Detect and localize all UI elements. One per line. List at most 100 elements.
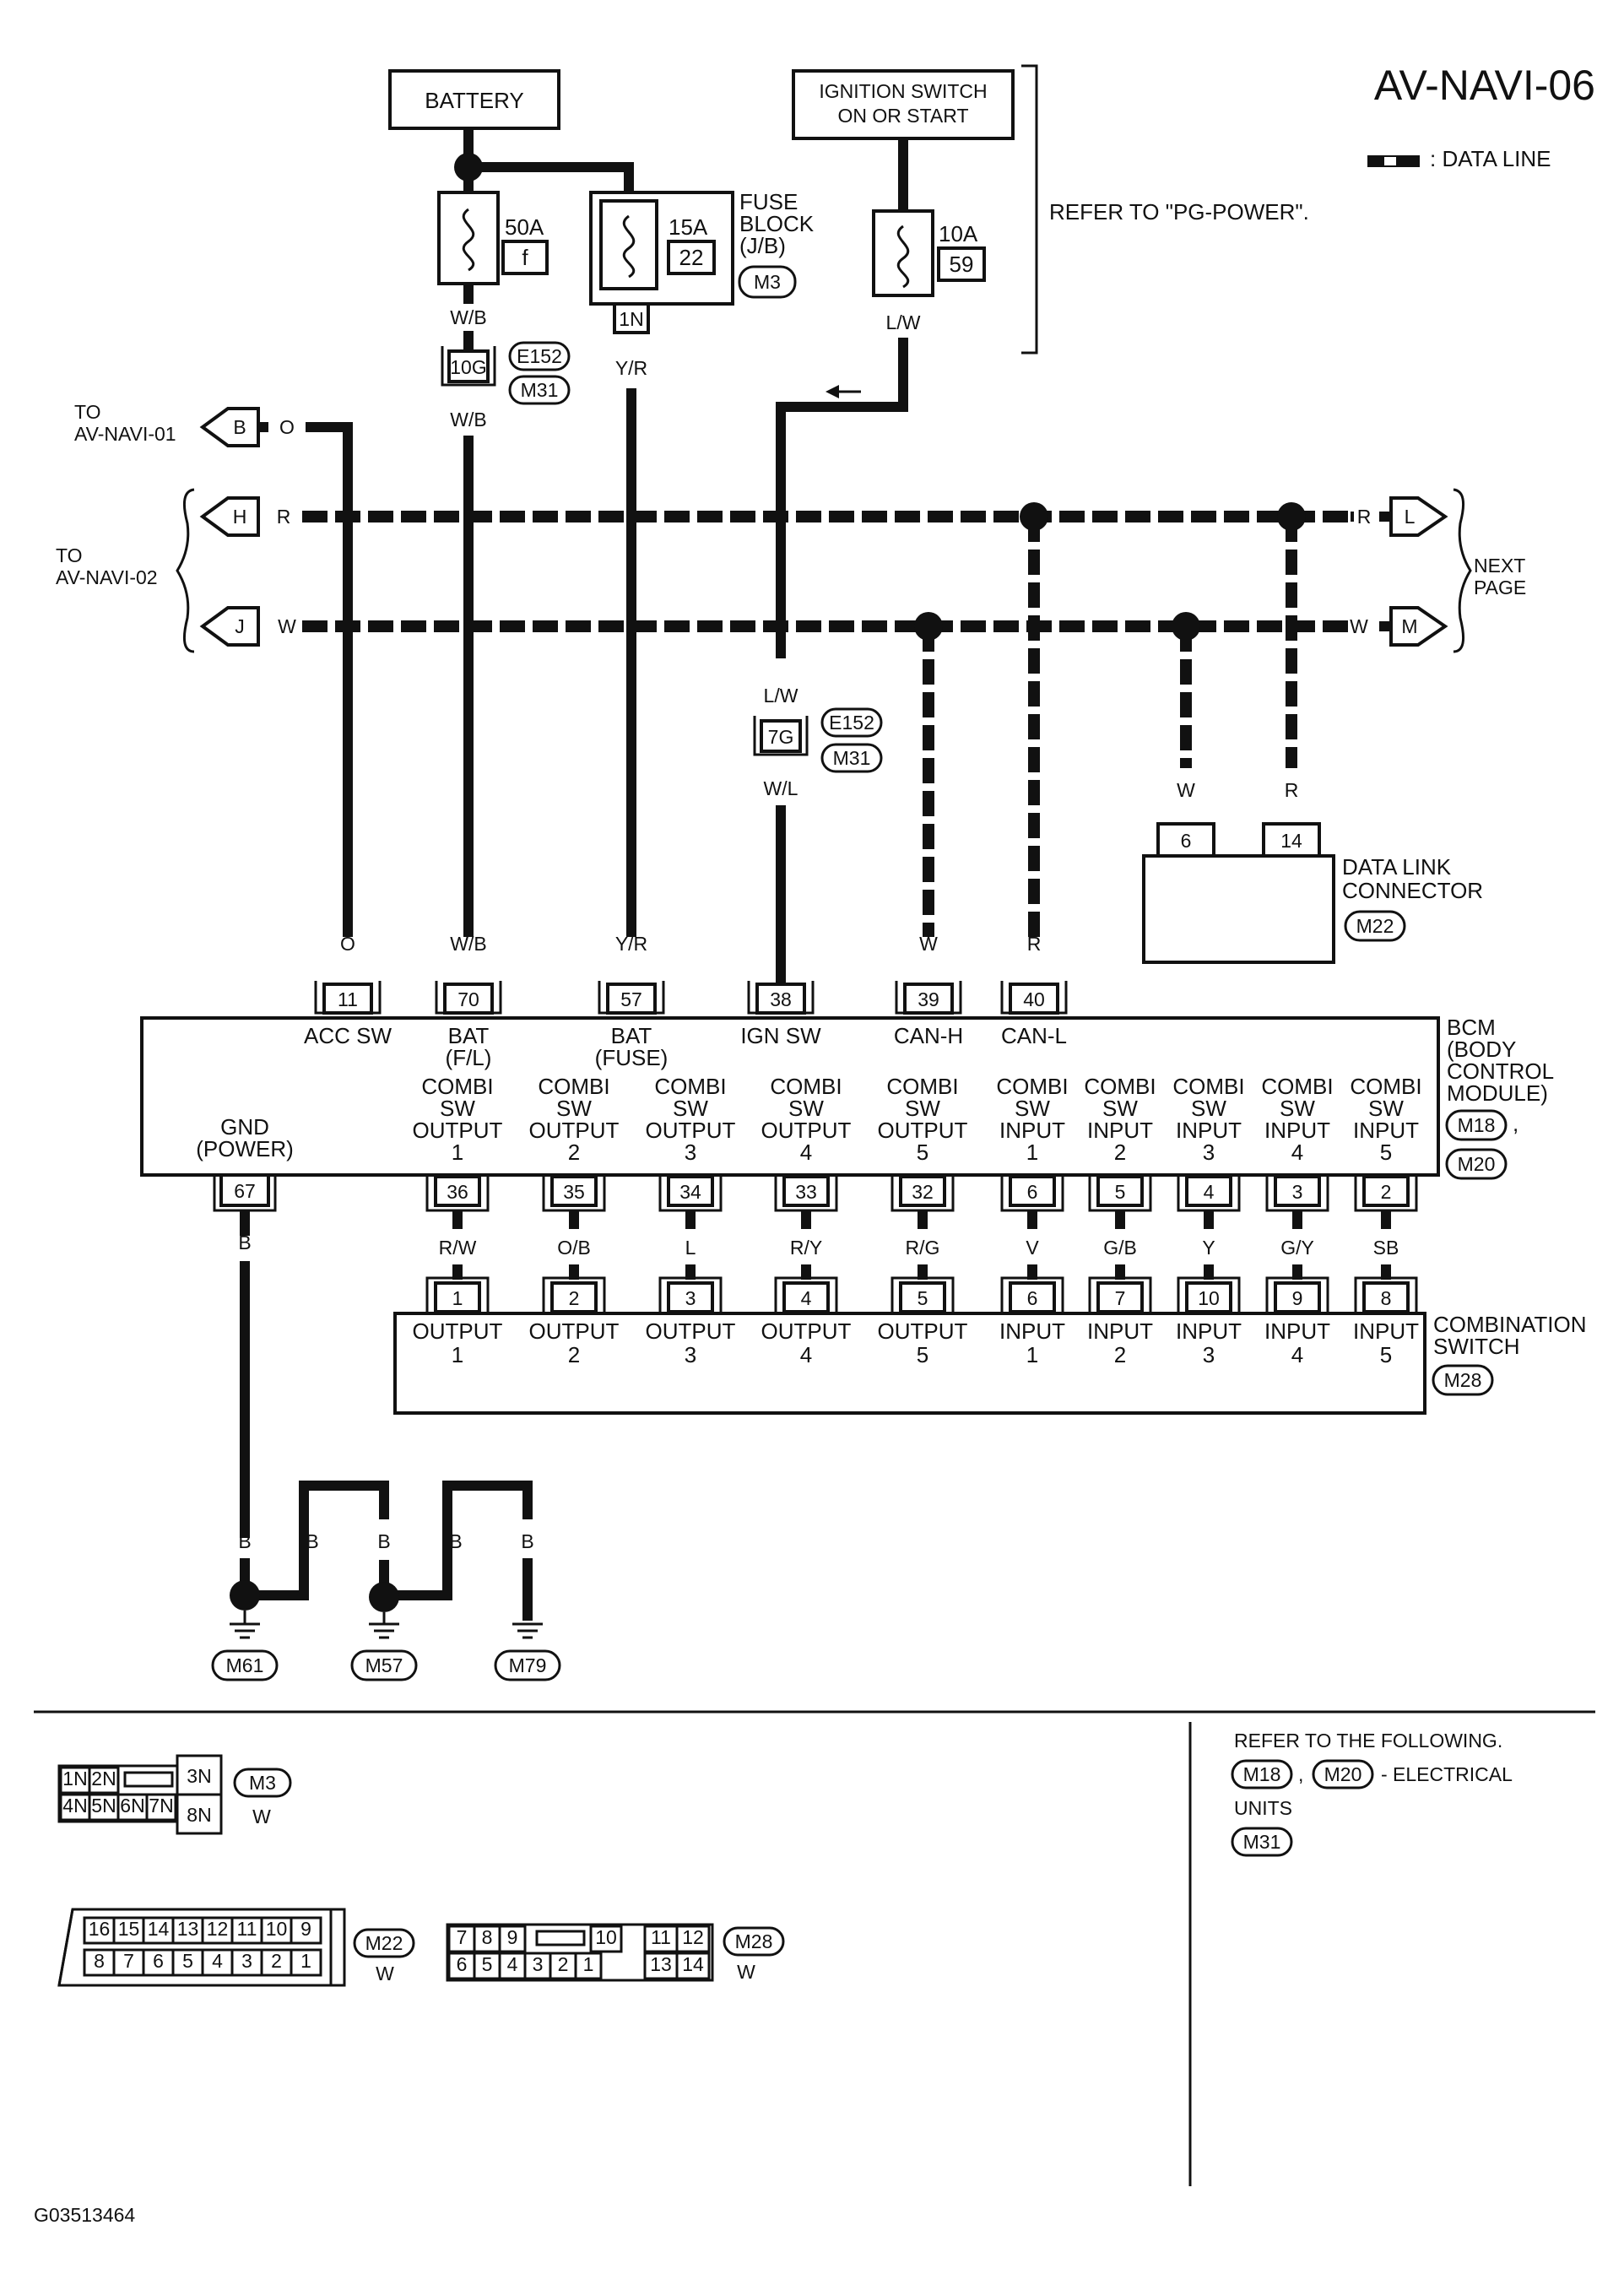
bcm-bottom-pin	[1274, 1175, 1321, 1207]
bcm-bottom-pin-number: 5	[1115, 1181, 1126, 1203]
bcm-switch-wire-label: L	[685, 1237, 696, 1259]
flag-j: J	[199, 606, 260, 647]
bcm-bottom-label: SW	[1015, 1096, 1050, 1121]
wire-label-r-left: R	[277, 506, 291, 528]
bcm-top-pin	[443, 983, 494, 1015]
m3-bottom-cell	[145, 1793, 177, 1822]
m28-top-mid-cell-label: 10	[595, 1926, 617, 1948]
m22-bottom-cell-label: 3	[241, 1950, 252, 1972]
m22-top-cell-label: 9	[300, 1918, 311, 1940]
wire-label-r-right: R	[1357, 506, 1372, 528]
m22-bottom-cell-label: 7	[123, 1950, 134, 1972]
combo-pin-number: 7	[1115, 1287, 1126, 1309]
to-navi02-b: AV-NAVI-02	[56, 566, 158, 588]
fuse-50a-rating: 50A	[505, 214, 544, 240]
m3-top-cell-label: 2N	[91, 1768, 116, 1789]
fuse-block-label-1: FUSE	[739, 189, 798, 214]
combo-pin	[899, 1281, 946, 1313]
flag-b: B	[199, 407, 260, 447]
bcm-bottom-label: SW	[673, 1096, 708, 1121]
m3-color-label: W	[252, 1806, 271, 1827]
bcm-conn-sep: ,	[1513, 1111, 1518, 1136]
ground-m61: M61	[226, 1654, 264, 1676]
bcm-switch-wire-label: O/B	[557, 1237, 591, 1259]
refer-pg-power: REFER TO "PG-POWER".	[1049, 199, 1309, 225]
bcm-bottom-pin	[550, 1175, 598, 1207]
combo-pin	[1362, 1281, 1410, 1313]
data-line-legend: : DATA LINE	[1367, 146, 1551, 171]
wire-label-wl: W/L	[764, 777, 798, 799]
wire-label-wb-1: W/B	[450, 306, 486, 328]
bcm-bottom-label: INPUT	[1176, 1118, 1242, 1143]
term-1n: 1N	[619, 308, 643, 330]
bcm-bottom-label: INPUT	[1353, 1118, 1419, 1143]
m28-latch	[535, 1930, 586, 1946]
battery-box	[388, 69, 560, 130]
wire-label-b-gnd: B	[238, 1232, 251, 1253]
m22-bottom-cell-label: 6	[153, 1950, 164, 1972]
m22-bottom-cell-label: 2	[271, 1950, 282, 1972]
combo-pin-label: 5	[917, 1342, 928, 1367]
combo-pin-label: 2	[568, 1342, 580, 1367]
bcm-title-1: BCM	[1447, 1015, 1496, 1040]
bcm-top-pin-number: 70	[457, 988, 479, 1010]
conn-e152-b: E152	[829, 712, 874, 734]
wire-label-b-3: B	[377, 1530, 390, 1552]
bcm-top-pin-number: 40	[1023, 988, 1045, 1010]
conn-m31-b: M31	[833, 747, 871, 769]
bcm-bottom-pin-number: 4	[1204, 1181, 1215, 1203]
m28-bottom-left-cell	[574, 1952, 603, 1980]
bcm-bottom-label: INPUT	[999, 1118, 1065, 1143]
bcm-bottom-label: SW	[1102, 1096, 1138, 1121]
figure-code: G03513464	[34, 2204, 135, 2226]
m28-body	[446, 1923, 714, 1982]
bcm-bottom-label: INPUT	[1087, 1118, 1153, 1143]
bcm-bottom-label: SW	[1191, 1096, 1226, 1121]
combo-pin-label: 4	[1291, 1342, 1303, 1367]
combo-pin-label: INPUT	[1176, 1318, 1242, 1344]
m22-top-cell-label: 12	[207, 1918, 229, 1940]
dlc-label-1: DATA LINK	[1342, 854, 1452, 880]
m3-bottom-cell-label: 4N	[62, 1795, 87, 1816]
combo-conn: M28	[1444, 1369, 1482, 1391]
wire-label-w-left: W	[278, 615, 296, 637]
m3-side-bottom-label: 8N	[187, 1804, 211, 1826]
bcm-conn-m20: M20	[1458, 1153, 1496, 1175]
bcm-bottom-connectors: COMBISWOUTPUT136COMBISWOUTPUT235COMBISWO…	[413, 1074, 1422, 1212]
wire-label-lw-top: L/W	[886, 311, 921, 333]
combo-pin-number: 6	[1027, 1287, 1038, 1309]
combo-pin-label: OUTPUT	[646, 1318, 736, 1344]
ignition-label-1: IGNITION SWITCH	[819, 80, 987, 102]
wire-label-lw: L/W	[764, 685, 798, 707]
bcm-bottom-label: COMBI	[654, 1074, 726, 1099]
combo-pin-number: 8	[1381, 1287, 1392, 1309]
bcm-switch-wire-label: R/W	[439, 1237, 477, 1259]
refer-units-m18: M18	[1243, 1763, 1281, 1785]
bcm-top-wire-label: R	[1027, 933, 1042, 955]
bcm-top-pin	[606, 983, 657, 1015]
bcm-bottom-label: 2	[1114, 1140, 1126, 1165]
bcm-gnd-2: (POWER)	[196, 1136, 294, 1161]
conn-m31-a: M31	[521, 379, 559, 401]
wire-label-w-right: W	[1350, 615, 1368, 637]
bcm-bottom-pin-number: 6	[1027, 1181, 1038, 1203]
flag-h: H	[199, 496, 260, 537]
bcm-switch-wire-label: V	[1026, 1237, 1039, 1259]
bcm-title-4: MODULE)	[1447, 1080, 1548, 1106]
svg-text:L: L	[1405, 506, 1416, 528]
bcm-bottom-label: 4	[1291, 1140, 1303, 1165]
combo-pin	[1009, 1281, 1056, 1313]
wire-label-wb-2: W/B	[450, 409, 486, 430]
combo-pin-label: OUTPUT	[761, 1318, 852, 1344]
combo-pin-number: 5	[918, 1287, 928, 1309]
bcm-bottom-label: 4	[800, 1140, 812, 1165]
m22-bottom-cell-label: 4	[212, 1950, 223, 1972]
bcm-bottom-label: 5	[1380, 1140, 1392, 1165]
flag-m: M	[1389, 606, 1448, 647]
combo-pin-number: 4	[801, 1287, 812, 1309]
bcm-conn-m18: M18	[1458, 1114, 1496, 1136]
m22-bottom-cell	[290, 1948, 322, 1977]
bcm-top-pin-number: 11	[338, 988, 358, 1010]
